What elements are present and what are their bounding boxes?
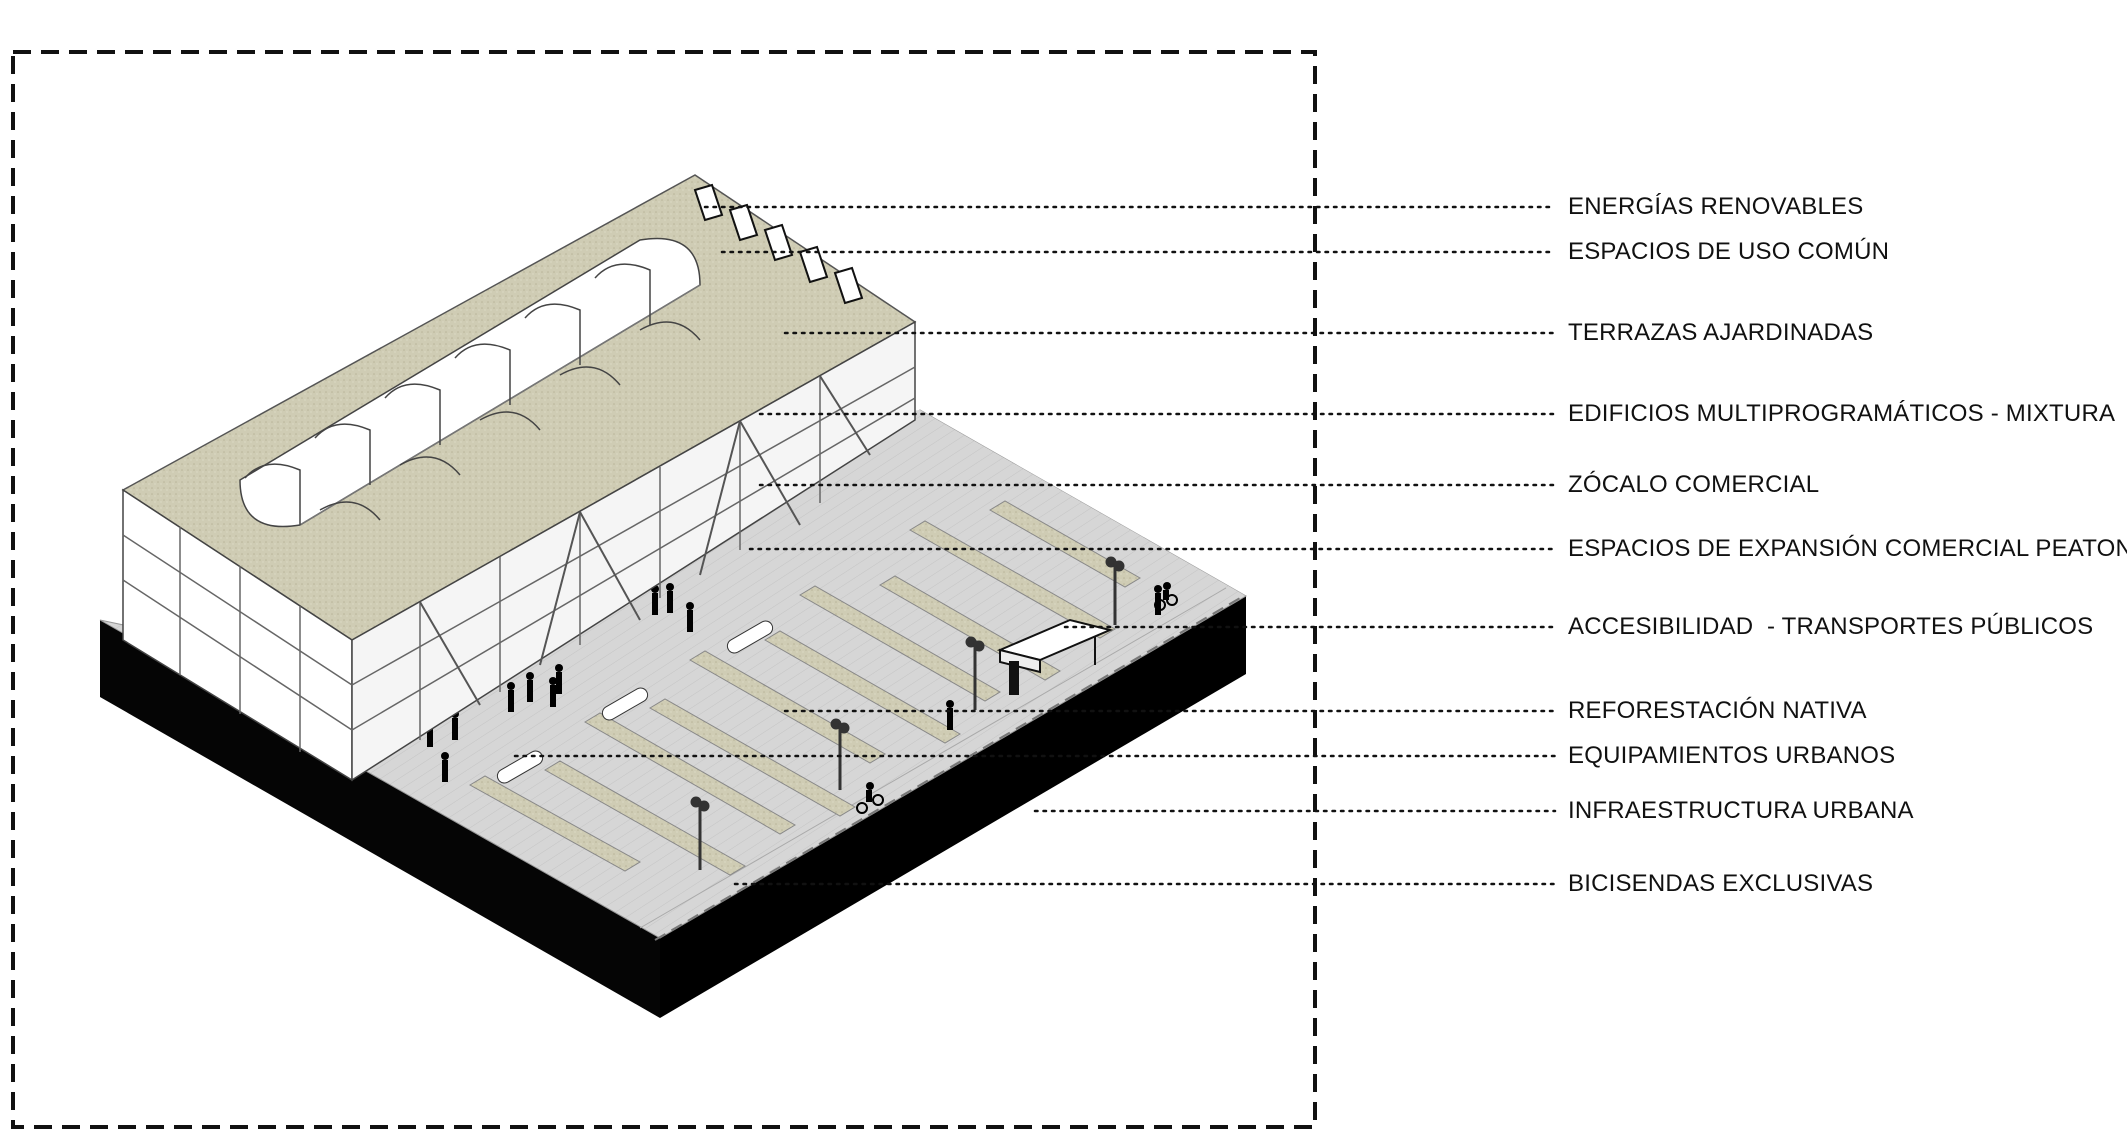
roof-vaults [239, 237, 701, 528]
bus-shelter [996, 618, 1114, 695]
plinth [100, 596, 1246, 1018]
solar-panels [693, 183, 864, 305]
label-zocalo-comercial: ZÓCALO COMERCIAL [1568, 471, 1820, 498]
building-side-facade [351, 320, 916, 782]
label-espacios-uso-comun: ESPACIOS DE USO COMÚN [1568, 238, 1890, 265]
bike-lane-edge [639, 587, 1227, 929]
label-expansion-comercial: ESPACIOS DE EXPANSIÓN COMERCIAL PEATONAL [1568, 535, 2127, 562]
label-accesibilidad: ACCESIBILIDAD - TRANSPORTES PÚBLICOS [1568, 613, 2094, 640]
label-edificios-multiprogramaticos: EDIFICIOS MULTIPROGRAMÁTICOS - MIXTURA [1568, 400, 2116, 427]
urban-benches [496, 620, 774, 784]
leader-lines [513, 205, 1557, 886]
label-bicisendas-exclusivas: BICISENDAS EXCLUSIVAS [1568, 870, 1874, 897]
label-equipamientos-urbanos: EQUIPAMIENTOS URBANOS [1568, 742, 1896, 769]
label-reforestacion-nativa: REFORESTACIÓN NATIVA [1568, 697, 1867, 724]
street-lamps [690, 556, 1125, 870]
site-boundary-frame [11, 50, 1317, 1129]
label-terrazas-ajardinadas: TERRAZAS AJARDINADAS [1568, 319, 1874, 346]
label-energias-renovables: ENERGÍAS RENOVABLES [1568, 193, 1864, 220]
label-infraestructura-urbana: INFRAESTRUCTURA URBANA [1568, 797, 1914, 824]
plaza-deck-back [810, 410, 1246, 596]
cyclist-bodies [866, 582, 1171, 802]
building [121, 174, 917, 782]
